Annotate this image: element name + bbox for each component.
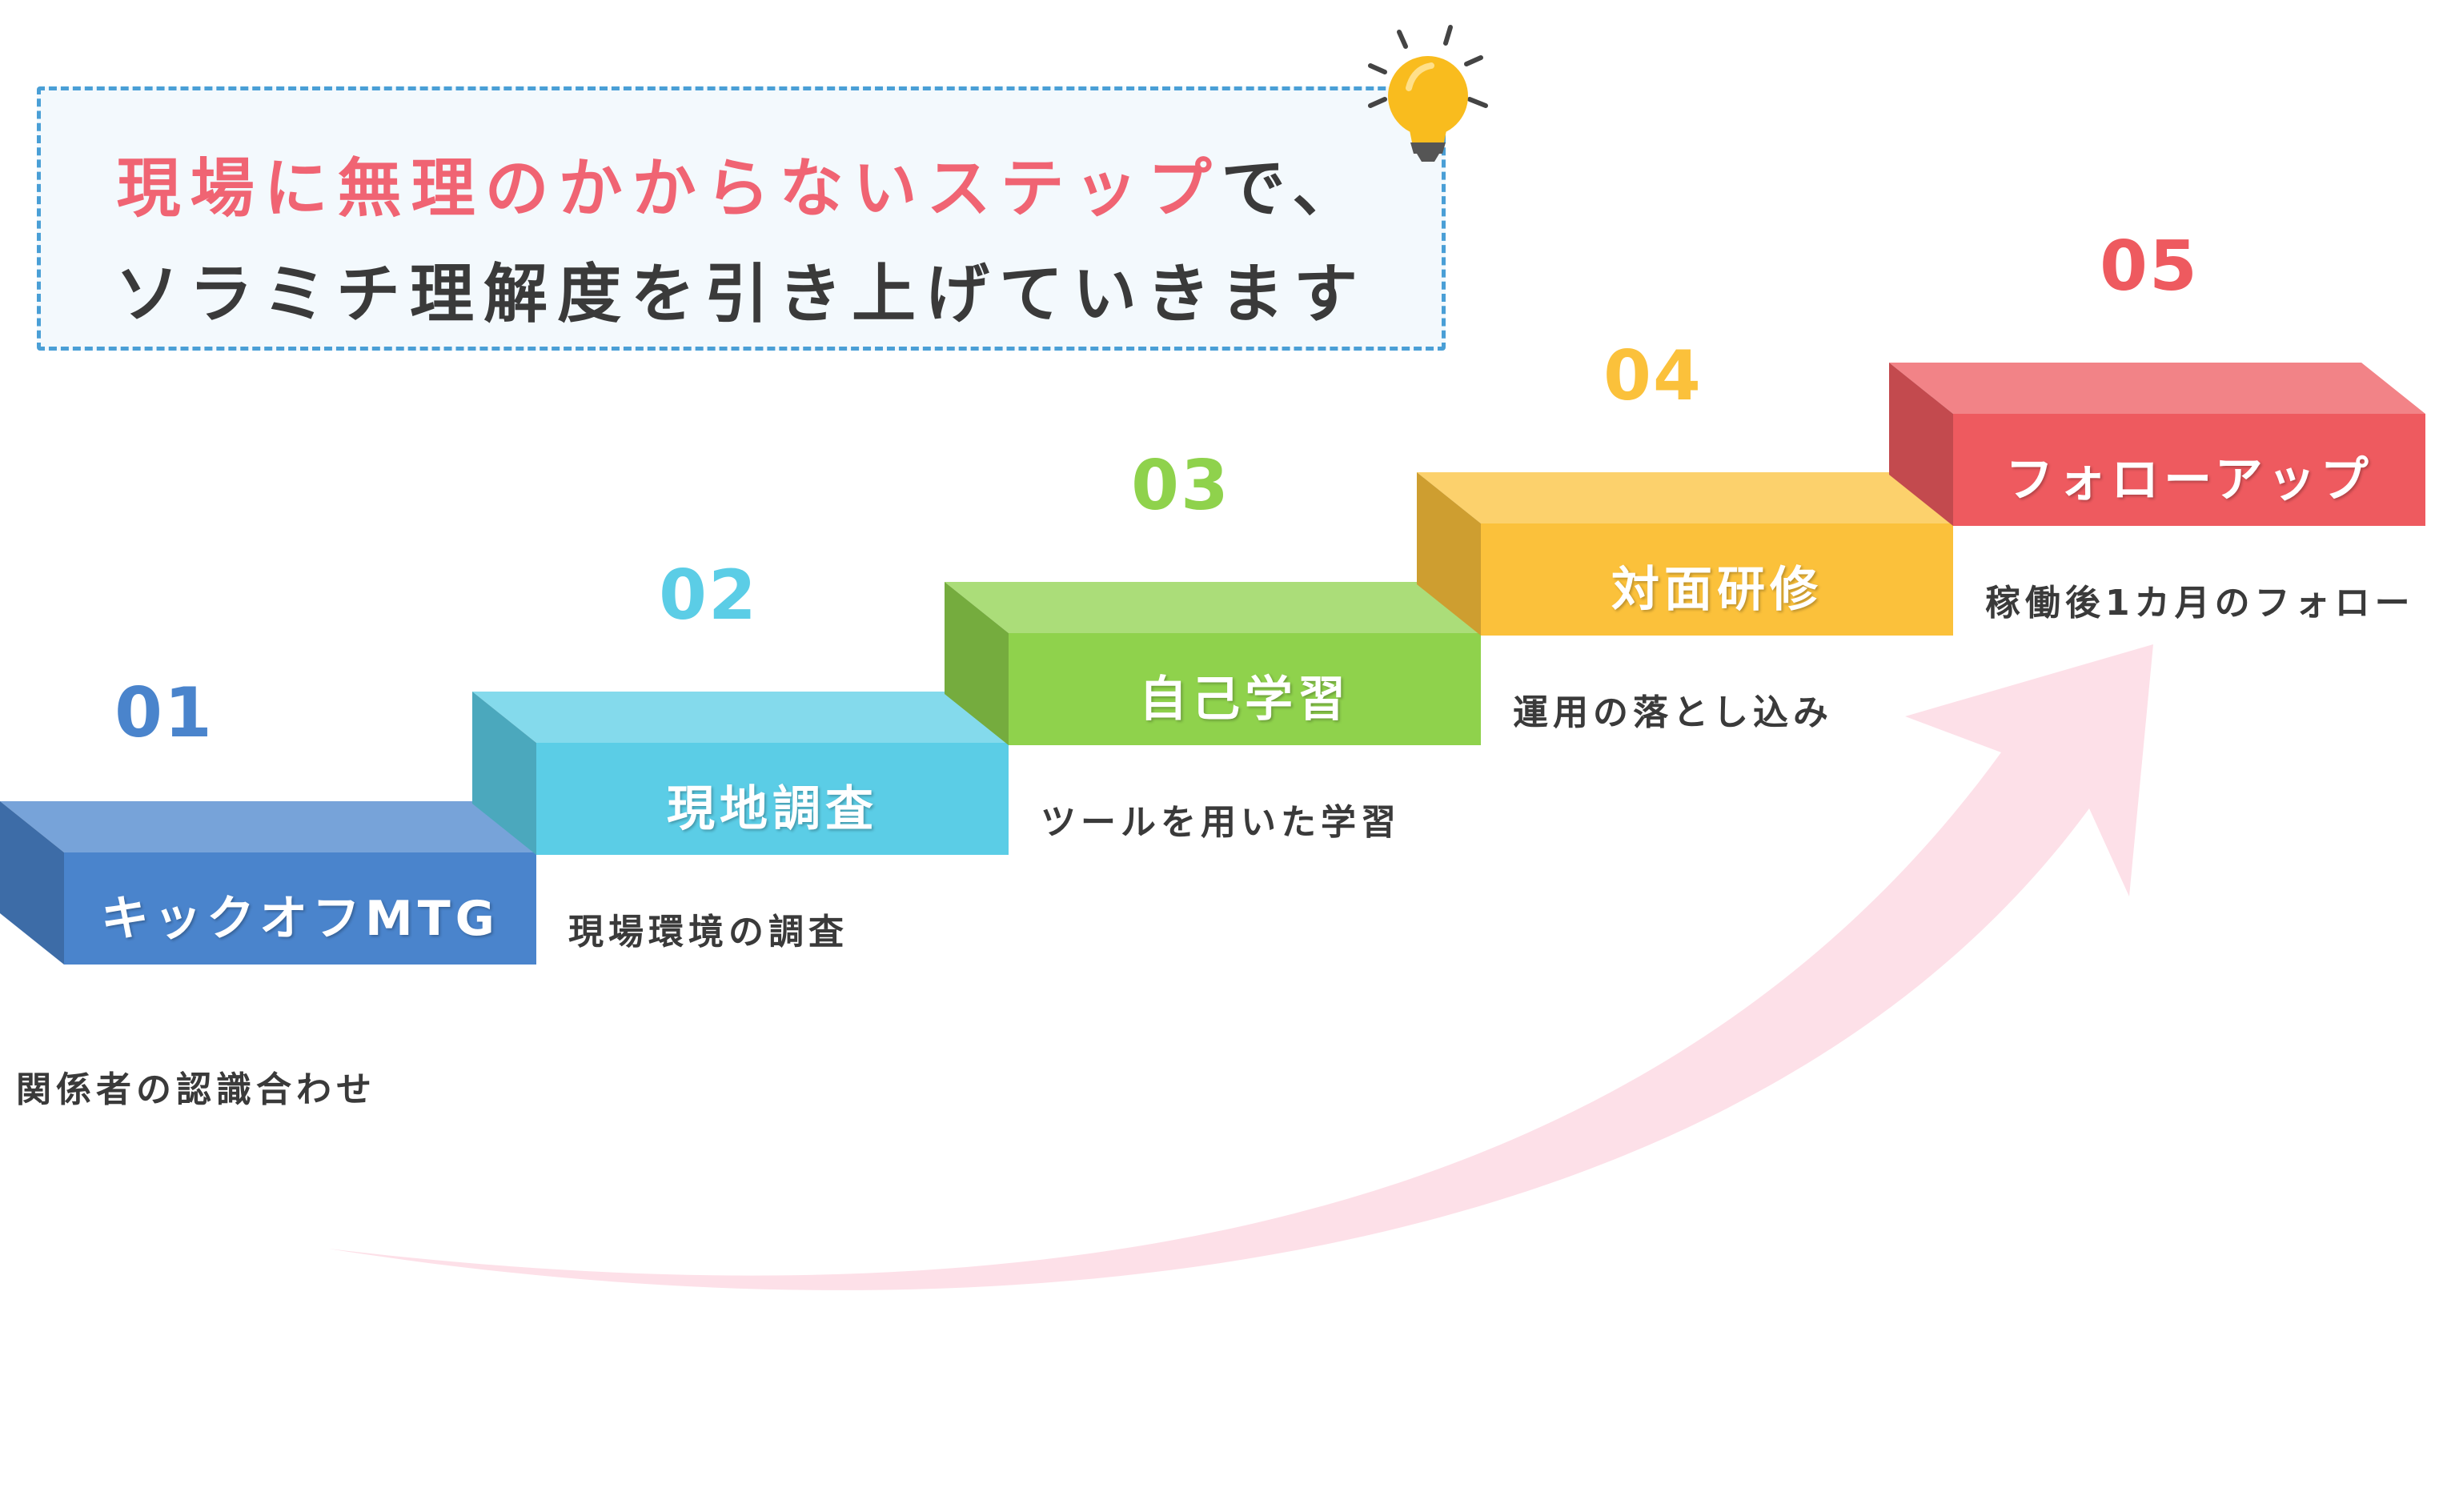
- step-label-4: 対面研修: [1611, 562, 1823, 618]
- growth-arrow-icon: [328, 644, 2153, 1290]
- step-number-5: 05: [2100, 227, 2199, 307]
- step-top-face: [0, 801, 536, 852]
- step-side-face: [1417, 472, 1481, 636]
- step-front-face: [1009, 633, 1481, 745]
- step-label-5: フォローアップ: [2005, 452, 2373, 508]
- step-side-face: [472, 692, 536, 855]
- step-label-2: 現地調査: [667, 781, 878, 837]
- step-front-face: [64, 852, 536, 965]
- lightbulb-icon: [1368, 25, 1488, 162]
- step-block-1: [0, 801, 536, 965]
- step-top-face: [945, 582, 1481, 633]
- step-top-face: [472, 692, 1009, 743]
- headline-line1: 現場に無理のかからないステップで、: [41, 137, 1442, 230]
- step-block-3: [945, 582, 1481, 745]
- step-desc-3: ツールを用いた学習: [1041, 802, 1401, 843]
- steps-graphic: [0, 363, 2425, 965]
- step-desc-4: 運用の落とし込み: [1513, 692, 1833, 733]
- step-top-face: [1417, 472, 1953, 523]
- step-side-face: [1889, 363, 1953, 526]
- headline-line2: ソラミチ理解度を引き上げていきます: [115, 257, 1367, 331]
- step-number-4: 04: [1603, 336, 1703, 416]
- step-number-1: 01: [114, 673, 214, 753]
- step-desc-2: 現場環境の調査: [568, 912, 848, 953]
- step-block-5: [1889, 363, 2425, 526]
- step-side-face: [945, 582, 1009, 745]
- headline-highlight: 現場に無理のかからないステップ: [116, 151, 1222, 226]
- headline-callout: 現場に無理のかからないステップで、 ソラミチ理解度を引き上げていきます: [37, 86, 1446, 351]
- step-side-face: [0, 801, 64, 965]
- step-number-3: 03: [1131, 446, 1230, 526]
- step-block-4: [1417, 472, 1953, 636]
- step-top-face: [1889, 363, 2425, 414]
- step-number-2: 02: [659, 555, 758, 636]
- step-label-3: 自己学習: [1139, 672, 1350, 728]
- headline-line1-rest: で、: [1221, 151, 1366, 226]
- step-desc-1: 関係者の認識合わせ: [16, 1069, 376, 1110]
- step-front-face: [536, 743, 1009, 855]
- step-desc-5: 稼働後1カ月のフォロー: [1985, 583, 2415, 624]
- step-label-1: キックオフMTG: [101, 891, 499, 947]
- step-front-face: [1953, 414, 2425, 526]
- growth-arrow-shape: [328, 644, 2153, 1290]
- step-block-2: [472, 692, 1009, 855]
- step-front-face: [1481, 523, 1953, 636]
